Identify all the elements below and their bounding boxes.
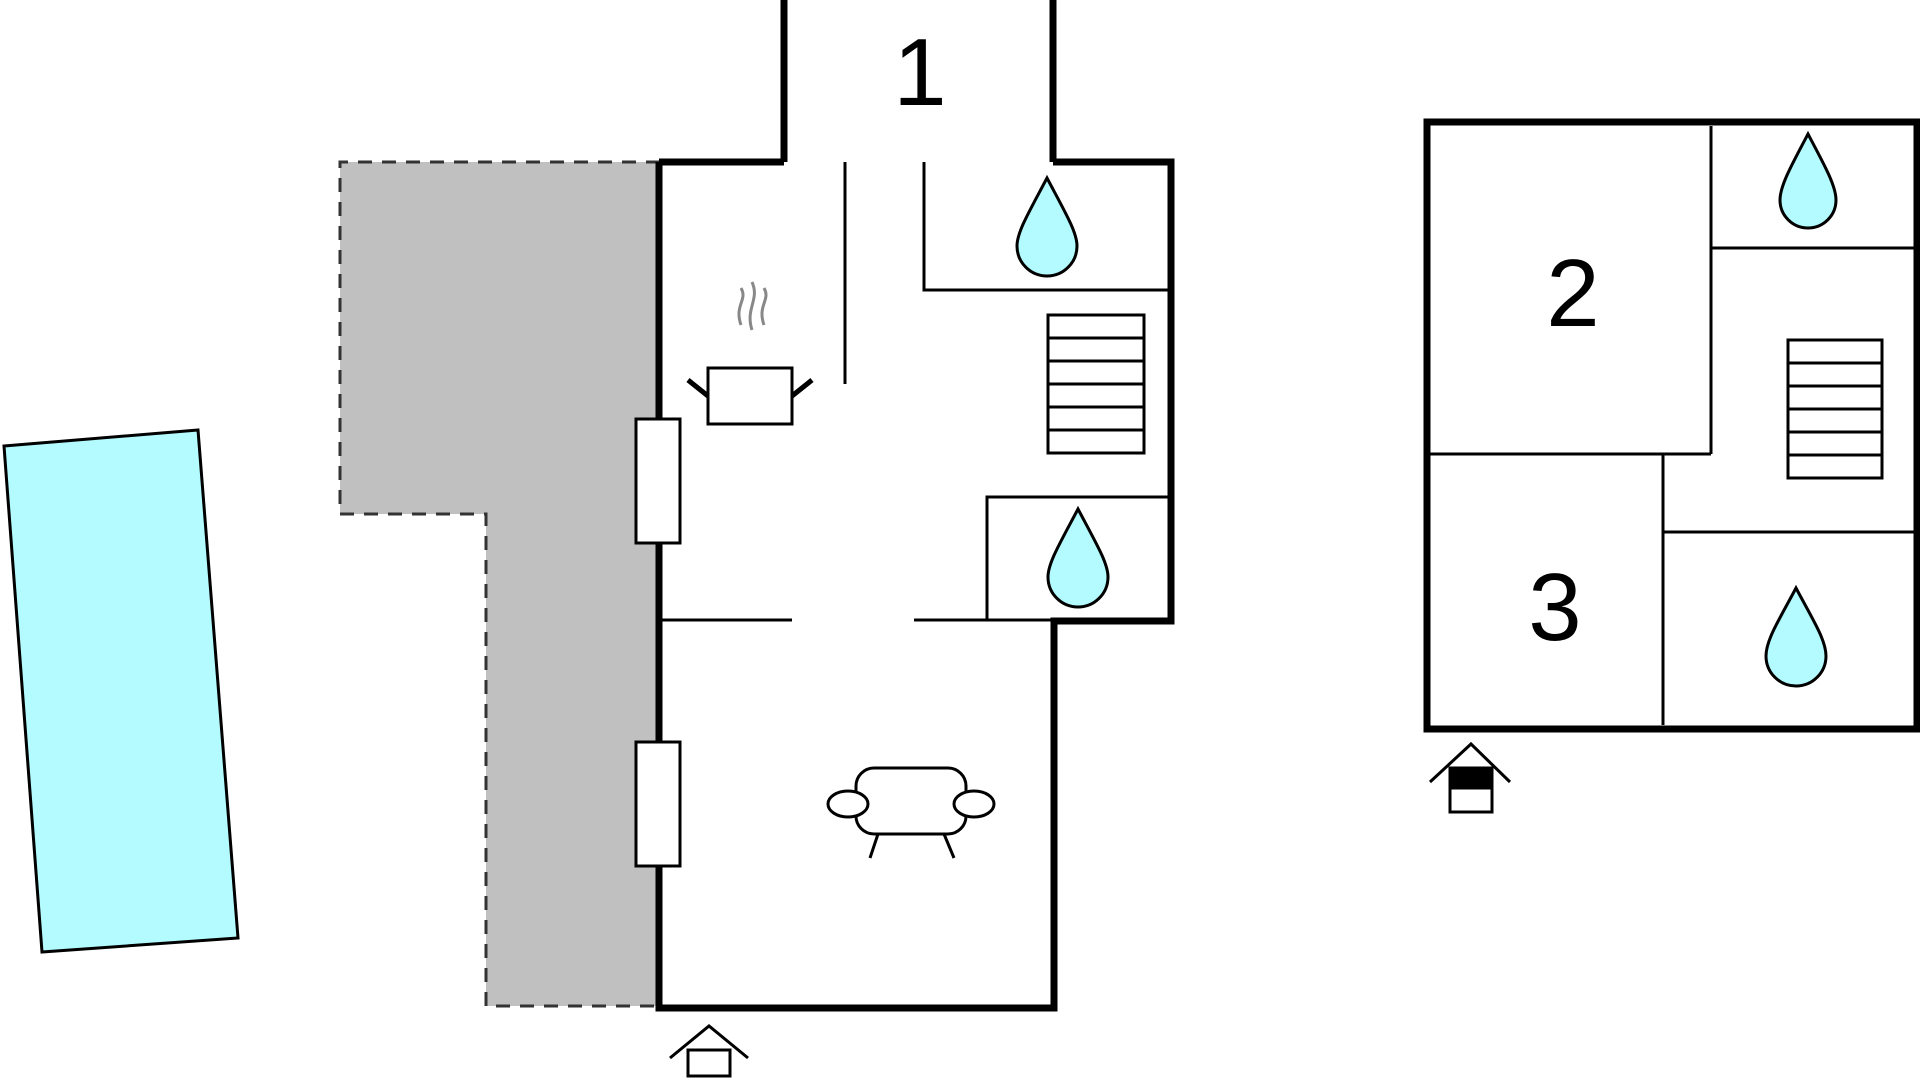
room-1-label: 1 [893, 19, 946, 126]
room-2-label: 2 [1546, 240, 1599, 347]
room-3-label: 3 [1528, 554, 1581, 661]
window-icon [634, 417, 682, 545]
sofa-icon [826, 766, 996, 859]
cooking-pot-icon [686, 281, 814, 426]
staircase-icon [1046, 313, 1146, 455]
water-drop-icon [1764, 584, 1828, 688]
window-icon [634, 740, 682, 868]
interior-walls [662, 162, 1168, 622]
entrance-icon [669, 1024, 749, 1078]
room-1: 1 [780, 0, 1057, 162]
water-drop-icon [1046, 505, 1110, 609]
water-drop-icon [1015, 174, 1079, 278]
pool [2, 428, 240, 954]
ground-floor-walls [655, 158, 1175, 1012]
upper-floor-walls [1423, 118, 1920, 733]
terrace-border [338, 160, 660, 1008]
upper-floor: 2 3 [1423, 118, 1920, 814]
water-drop-icon [1778, 130, 1838, 230]
terrace [340, 162, 660, 1006]
basement-entrance-icon [1428, 741, 1512, 814]
staircase-icon [1786, 338, 1884, 480]
